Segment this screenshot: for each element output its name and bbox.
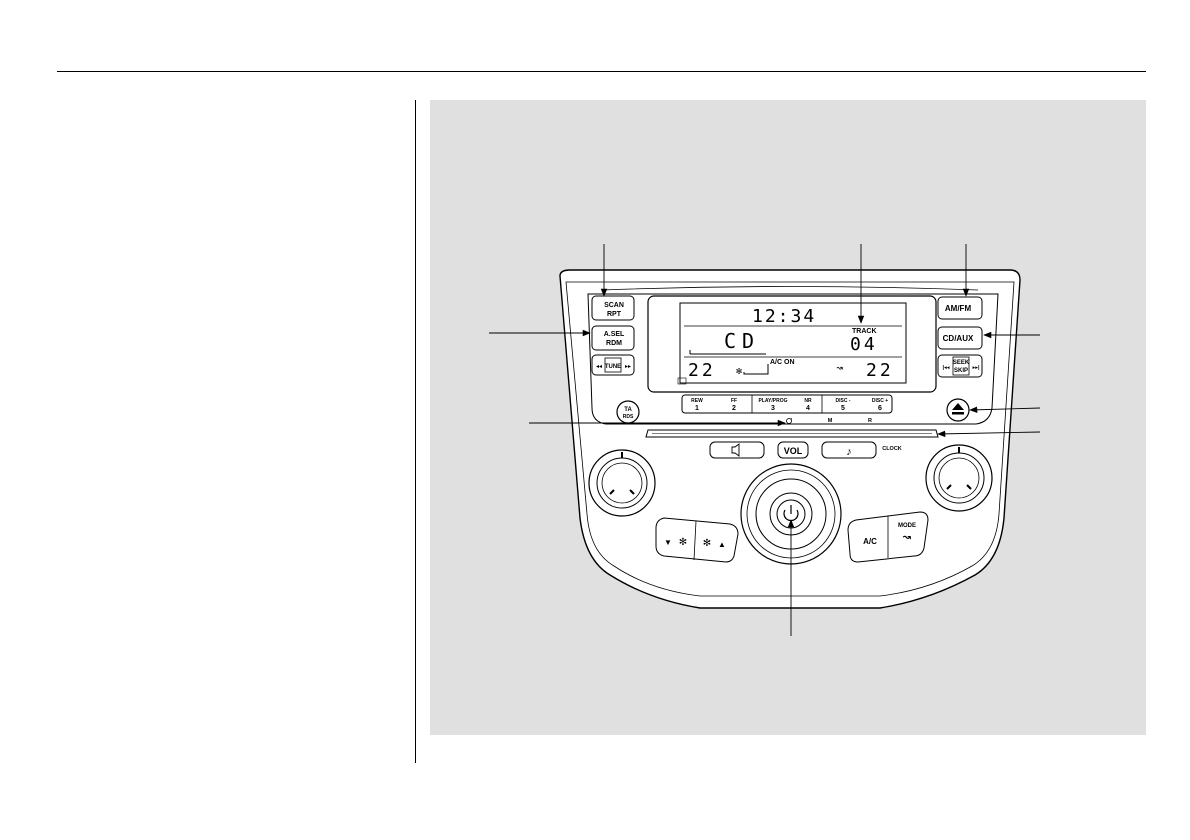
tune-up-icon: ▸▸ [625, 364, 631, 370]
power-volume-knob[interactable] [740, 463, 842, 565]
lcd-temp-right: 22 [866, 360, 894, 381]
tune-button[interactable]: ◂◂ TUNE ▸▸ [591, 354, 635, 376]
column-divider [415, 100, 416, 763]
music-note-icon: ♪ [846, 446, 852, 458]
fan-icon: ✻ [703, 538, 711, 549]
svg-text:AM/FM: AM/FM [945, 304, 972, 313]
mute-button[interactable] [709, 441, 765, 459]
seek-down-icon: |◂◂ [942, 365, 949, 371]
lcd-fan-icon: ✻ [736, 366, 742, 377]
preset-1-button[interactable]: 1 [695, 405, 699, 412]
left-temperature-knob[interactable] [588, 449, 656, 517]
ta-rds-button[interactable]: TA RDS [616, 400, 640, 424]
speaker-icon [731, 443, 740, 457]
clock-minute-letter: M [828, 418, 833, 424]
faceplate-inner-edge [565, 281, 1015, 597]
lcd-ac-status: A/C ON [770, 359, 795, 366]
right-temperature-knob[interactable] [925, 444, 993, 512]
seek-skip-button[interactable]: |◂◂ SEEK SKIP ▸▸| [937, 354, 983, 378]
preset-5-function: DISC - [836, 398, 851, 404]
eject-button[interactable] [946, 398, 970, 422]
fan-up-icon: ▲ [718, 540, 726, 549]
preset-5-button[interactable]: 5 [841, 405, 845, 412]
lcd-screen [679, 302, 907, 384]
preset-4-function: NR [804, 398, 812, 404]
svg-text:RDS: RDS [623, 414, 634, 420]
svg-text:TA: TA [624, 407, 632, 413]
lcd-airflow-icon: ↝ [836, 361, 843, 375]
lcd-mode: CD [724, 329, 760, 353]
lcd-track-number: 04 [850, 334, 878, 355]
fan-down-icon: ▼ [664, 538, 672, 547]
lcd-disc-icon [677, 377, 687, 385]
cd-aux-button[interactable]: CD/AUX [937, 326, 983, 350]
svg-text:RPT: RPT [607, 311, 622, 318]
svg-text:CD/AUX: CD/AUX [943, 334, 974, 343]
clock-label: CLOCK [882, 446, 902, 452]
fan-icon: ✻ [679, 537, 687, 548]
svg-text:SEEK: SEEK [953, 360, 970, 366]
preset-6-button[interactable]: 6 [878, 405, 882, 412]
preset-2-button[interactable]: 2 [732, 405, 736, 412]
preset-6-function: DISC + [872, 398, 888, 404]
asel-rdm-button[interactable]: A.SEL RDM [591, 325, 635, 351]
am-fm-button[interactable]: AM/FM [937, 296, 983, 320]
preset-3-button[interactable]: 3 [771, 405, 775, 412]
preset-1-function: REW [691, 398, 703, 404]
airflow-mode-icon: ↝ [902, 532, 912, 543]
sound-button[interactable]: ♪ [821, 441, 877, 459]
preset-2-function: FF [731, 398, 737, 404]
clock-reset-letter: R [868, 418, 872, 424]
callouts [489, 244, 1041, 636]
top-arc-line [601, 286, 979, 291]
mode-button-label: MODE [898, 523, 916, 529]
svg-text:TUNE: TUNE [605, 364, 621, 370]
tune-down-icon: ◂◂ [596, 364, 602, 370]
fan-speed-buttons[interactable]: ▼ ✻ ✻ ▲ [655, 517, 739, 563]
svg-text:SKIP: SKIP [954, 368, 968, 374]
seek-up-icon: ▸▸| [972, 365, 980, 371]
lcd-track-label: TRACK [852, 328, 877, 335]
scan-rpt-button[interactable]: SCAN RPT [591, 295, 635, 321]
preset-3-function: PLAY/PROG [759, 398, 788, 404]
svg-text:A.SEL: A.SEL [604, 331, 625, 338]
svg-text:SCAN: SCAN [604, 302, 624, 309]
upper-panel [587, 293, 999, 425]
preset-4-button[interactable]: 4 [806, 405, 810, 412]
header-rule [57, 71, 1146, 72]
lcd-temp-left: 22 [688, 360, 716, 381]
theft-indicator-light [786, 418, 792, 424]
lcd-fan-level [743, 364, 769, 375]
callout-disc-slot [937, 430, 1041, 438]
ac-mode-buttons[interactable]: A/C MODE ↝ [847, 511, 929, 563]
svg-text:RDM: RDM [606, 340, 622, 347]
ac-button-label: A/C [863, 537, 877, 546]
lcd-clock: 12:34 [752, 306, 816, 327]
vol-button[interactable]: VOL [777, 441, 809, 459]
callout-eject [969, 406, 1041, 414]
svg-text:VOL: VOL [784, 446, 803, 456]
